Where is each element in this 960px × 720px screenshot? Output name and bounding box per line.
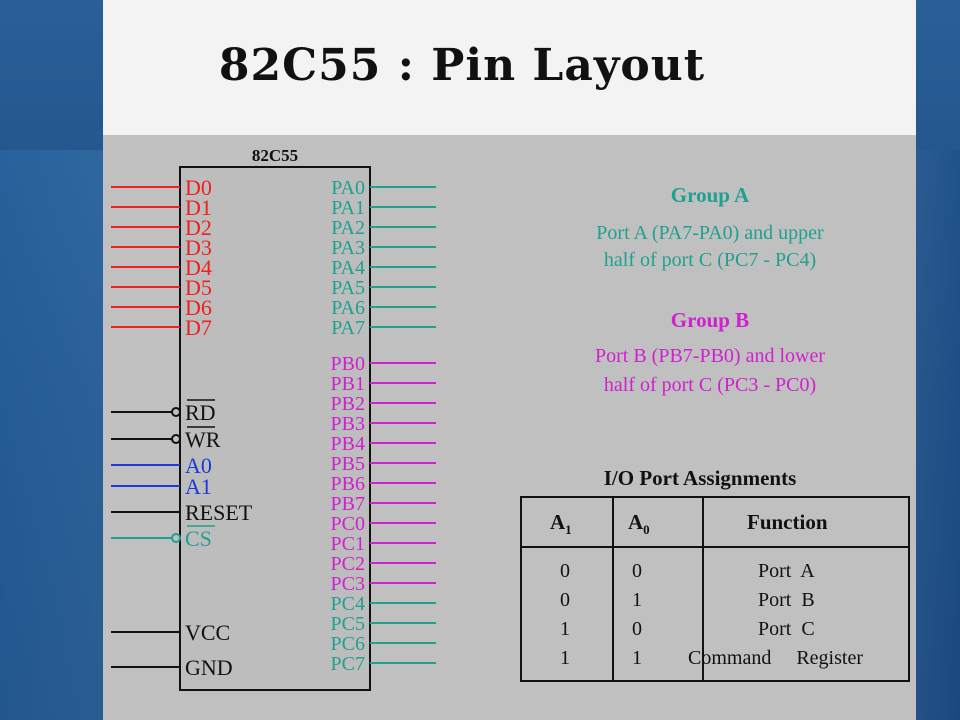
pin-label-pb3: PB3 [331, 413, 365, 435]
pin-label-d0: D0 [185, 175, 212, 200]
pin-label-a0: A0 [185, 453, 212, 478]
pin-label-d4: D4 [185, 255, 212, 280]
cell-a1: 1 [560, 618, 570, 640]
pin-label-d3: D3 [185, 235, 212, 260]
cell-a1: 0 [560, 589, 570, 611]
pin-label-pa2: PA2 [331, 217, 365, 239]
group-b-line2: half of port C (PC3 - PC0) [603, 374, 817, 396]
cell-function: Port B [758, 589, 815, 611]
pin-label-pc7: PC7 [331, 653, 365, 675]
pin-label-d2: D2 [185, 215, 212, 240]
cell-function: Port A [758, 560, 815, 582]
pin-label-gnd: GND [185, 655, 233, 680]
group-a-line1: Port A (PA7-PA0) and upper [596, 222, 824, 244]
chip-name: 82C55 [252, 146, 298, 165]
header-a0: A0 [628, 510, 650, 538]
pin-label-d5: D5 [185, 275, 212, 300]
header-a1: A1 [550, 510, 572, 538]
group-a-description: Port A (PA7-PA0) and upper half of port … [540, 220, 880, 274]
inversion-bubble-cs [171, 533, 181, 543]
cell-a0: 0 [632, 560, 642, 582]
group-b-title: Group B [670, 308, 750, 332]
title-area [103, 0, 916, 135]
pin-label-pb4: PB4 [331, 433, 365, 455]
pin-label-pc0: PC0 [331, 513, 365, 535]
pin-label-d6: D6 [185, 295, 212, 320]
slide-title: 82C55 : Pin Layout [218, 40, 706, 91]
pin-label-pb5: PB5 [331, 453, 365, 475]
pin-label-reset: RESET [185, 500, 253, 525]
pin-label-pc2: PC2 [331, 553, 365, 575]
cell-a0: 0 [632, 618, 642, 640]
group-a-title: Group A [670, 183, 750, 207]
pin-label-pa1: PA1 [331, 197, 365, 219]
cell-a1: 1 [560, 647, 570, 669]
pin-label-pa0: PA0 [331, 177, 365, 199]
pin-label-pa7: PA7 [331, 317, 365, 339]
group-a-line2: half of port C (PC7 - PC4) [603, 249, 817, 271]
cell-function: Port C [758, 618, 815, 640]
pin-label-cs: CS [185, 526, 212, 551]
pin-label-pc6: PC6 [331, 633, 365, 655]
pin-label-pc5: PC5 [331, 613, 365, 635]
pin-label-pc3: PC3 [331, 573, 365, 595]
pin-label-d7: D7 [185, 315, 212, 340]
pin-label-pb1: PB1 [331, 373, 365, 395]
chip-body [179, 166, 371, 691]
cell-a0: 1 [632, 647, 642, 669]
pin-label-pb0: PB0 [331, 353, 365, 375]
pin-label-wr: WR [185, 427, 221, 452]
column-divider [612, 498, 614, 680]
pin-label-pb7: PB7 [331, 493, 365, 515]
cell-a1: 0 [560, 560, 570, 582]
pin-label-d1: D1 [185, 195, 212, 220]
pin-label-pc1: PC1 [331, 533, 365, 555]
io-table-title: I/O Port Assignments [603, 466, 797, 490]
pin-label-a1: A1 [185, 474, 212, 499]
pin-label-pa6: PA6 [331, 297, 365, 319]
pin-label-vcc: VCC [185, 620, 230, 645]
pin-label-pa4: PA4 [331, 257, 365, 279]
column-divider [702, 498, 704, 680]
cell-a0: 1 [632, 589, 642, 611]
group-b-description: Port B (PB7-PB0) and lower half of port … [540, 342, 880, 400]
pin-label-pc4: PC4 [331, 593, 365, 615]
pin-label-rd: RD [185, 400, 216, 425]
inversion-bubble-rd [171, 407, 181, 417]
header-function: Function [747, 510, 828, 534]
io-table-header [522, 498, 908, 548]
pin-label-pb6: PB6 [331, 473, 365, 495]
inversion-bubble-wr [171, 434, 181, 444]
group-b-line1: Port B (PB7-PB0) and lower [595, 345, 825, 367]
pin-label-pa5: PA5 [331, 277, 365, 299]
pin-label-pa3: PA3 [331, 237, 365, 259]
cell-function: Command Register [688, 647, 863, 669]
pin-label-pb2: PB2 [331, 393, 365, 415]
